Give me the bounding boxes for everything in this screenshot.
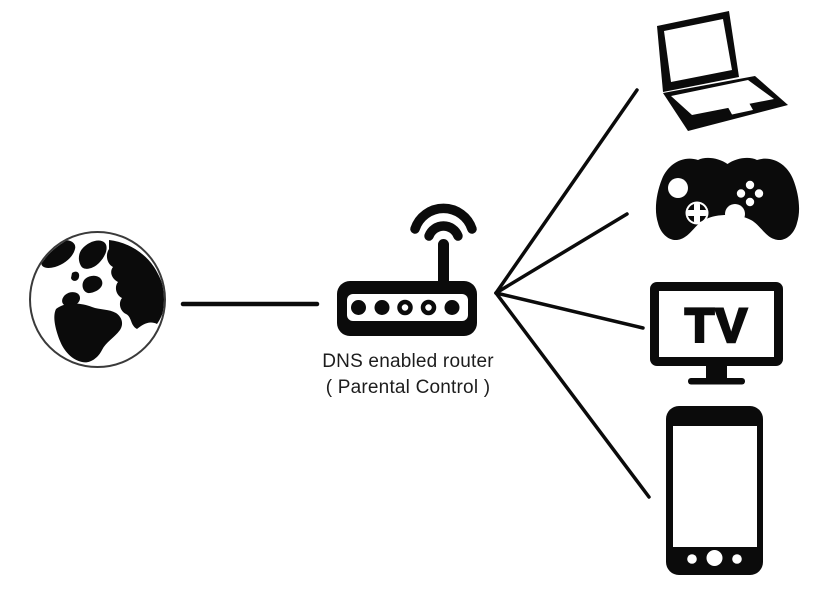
link-router-laptop [494,88,639,295]
laptop-keyboard [671,80,774,115]
router-antenna [438,239,449,287]
controller-button [745,180,755,190]
globe-land-scandinavia [78,240,107,269]
controller-body [655,157,800,241]
game-controller-icon [655,157,800,241]
controller-button [745,197,755,207]
globe-land-asia [106,240,164,329]
controller-right-stick [725,204,745,224]
tv-stand-neck [706,366,727,379]
phone-screen [673,426,757,547]
router-led [374,300,390,315]
controller-left-stick [668,178,688,198]
internet-node [27,229,168,370]
router-face [347,294,468,321]
link-router-game-controller [494,212,629,295]
router-led [444,300,460,315]
globe-land-europe [82,275,103,294]
smartphone-icon [666,406,763,575]
phone-home-button [706,550,723,566]
laptop-node [645,8,820,138]
link-router-smartphone [494,291,651,499]
laptop-icon [657,11,788,131]
globe-icon [29,231,166,368]
wifi-router-icon [337,203,477,336]
controller-dpad-cross [687,210,707,216]
phone-button [687,554,697,564]
controller-button [754,189,764,198]
game-controller-node [655,155,800,247]
router-label-line2: ( Parental Control ) [325,377,491,398]
tv-node: TV [649,281,784,385]
smartphone-node [666,406,763,576]
tv-screen [659,291,774,357]
phone-button [732,554,742,564]
router-led-hollow [420,299,437,316]
router-led [351,300,366,315]
globe-land-africa [54,303,123,363]
laptop-touchpad [727,101,753,115]
router-node [335,198,480,338]
router-label: DNS enabled router ( Parental Control ) [308,349,508,401]
controller-button [736,189,746,198]
globe-land-iberia [62,292,80,307]
tv-icon: TV [650,282,783,385]
link-router-tv [494,291,645,330]
router-label-line1: DNS enabled router [322,351,494,372]
wifi-wave-outer-icon [410,203,477,234]
tv-stand-base [688,378,745,385]
tv-screen-text: TV [685,300,748,353]
wifi-wave-inner-icon [424,221,463,241]
router-led-hollow [397,299,413,316]
globe-land-uk [71,271,80,281]
laptop-screen [664,19,732,82]
